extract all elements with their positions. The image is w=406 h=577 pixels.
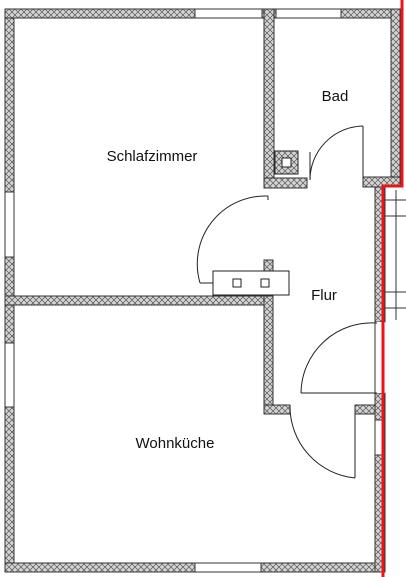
room-label-hallway: Flur <box>311 287 337 304</box>
fixtures <box>212 150 299 296</box>
kitchen-right-wall <box>263 295 274 415</box>
outer-wall-left <box>4 8 15 573</box>
window-hallway-right <box>374 419 386 456</box>
door-bedroom <box>196 195 269 284</box>
doors <box>196 125 378 479</box>
door-hallway-right <box>300 322 378 394</box>
bathroom-left-wall <box>263 8 275 189</box>
shaft-hallway <box>212 270 290 296</box>
boundary-line <box>381 0 404 577</box>
door-bathroom <box>309 125 364 181</box>
window-top-right <box>275 8 342 19</box>
kitchen-wall-stub <box>263 404 291 415</box>
windows <box>4 8 386 573</box>
room-label-bedroom: Schlafzimmer <box>107 148 198 165</box>
room-label-kitchen: Wohnküche <box>136 435 215 452</box>
hallway-wall-stub <box>354 404 376 415</box>
detail-lines <box>385 190 406 320</box>
hallway-right-opening <box>375 322 385 393</box>
window-kitchen-left <box>4 342 15 408</box>
outer-wall-bottom <box>4 562 381 573</box>
bedroom-wall-stub <box>263 259 274 272</box>
bathroom-bottom-wall <box>263 177 308 189</box>
bedroom-kitchen-wall <box>4 295 274 306</box>
window-bottom <box>194 562 262 573</box>
room-label-bathroom: Bad <box>322 88 349 105</box>
window-top-left <box>194 8 263 19</box>
door-kitchen <box>289 405 356 479</box>
window-bedroom-left <box>4 191 15 258</box>
bathroom-right-wall <box>390 8 401 188</box>
